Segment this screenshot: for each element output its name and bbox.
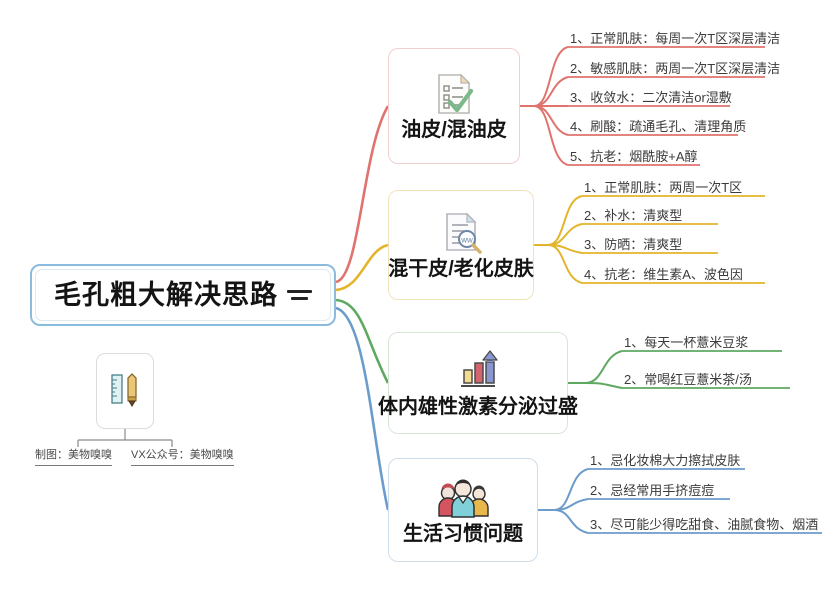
branch-label: 油皮/混油皮 — [401, 119, 507, 141]
branch-node-lifestyle[interactable]: 生活习惯问题 — [388, 458, 538, 562]
page-title: 毛孔粗大解决思路 — [54, 279, 278, 310]
leaf-item[interactable]: 2、常喝红豆薏米茶/汤 — [624, 372, 752, 387]
leaf-item[interactable]: 1、正常肌肤：两周一次T区 — [584, 180, 743, 195]
branch-node-androgen-excess[interactable]: 体内雄性激素分泌过盛 — [378, 332, 578, 434]
leaf-item[interactable]: 4、刷酸：疏通毛孔、清理角质 — [570, 119, 747, 134]
leaf-item[interactable]: 4、抗老：维生素A、波色因 — [584, 267, 743, 282]
credit-item[interactable]: 制图：美物嗅嗅 — [35, 446, 112, 466]
leaf-item[interactable]: 1、正常肌肤：每周一次T区深层清洁 — [570, 31, 781, 46]
bar-chart-growth-icon — [455, 348, 501, 394]
leaf-item[interactable]: 2、补水：清爽型 — [584, 208, 683, 223]
leaf-item[interactable]: 2、忌经常用手挤痘痘 — [590, 483, 715, 498]
branch-node-dry-aging-skin[interactable]: ww 混干皮/老化皮肤 — [388, 190, 534, 300]
leaf-item[interactable]: 5、抗老：烟酰胺+A醇 — [570, 149, 698, 164]
document-search-icon: ww — [440, 210, 482, 256]
ruler-pencil-icon — [106, 369, 144, 414]
leaf-item[interactable]: 1、每天一杯薏米豆浆 — [624, 335, 749, 350]
people-group-icon — [434, 475, 492, 521]
leaf-item[interactable]: 3、收敛水：二次清洁or湿敷 — [570, 90, 732, 105]
branch-label: 混干皮/老化皮肤 — [388, 258, 534, 280]
center-node-inner: 毛孔粗大解决思路 — [35, 269, 331, 321]
credit-node[interactable] — [96, 353, 154, 429]
leaf-item[interactable]: 2、敏感肌肤：两周一次T区深层清洁 — [570, 61, 781, 76]
leaf-item[interactable]: 3、防晒：清爽型 — [584, 237, 683, 252]
branch-node-oily-skin[interactable]: 油皮/混油皮 — [388, 48, 520, 164]
branch-label: 体内雄性激素分泌过盛 — [378, 396, 578, 418]
leaf-item[interactable]: 3、尽可能少得吃甜食、油腻食物、烟酒 — [590, 517, 819, 532]
checklist-document-icon — [433, 71, 475, 117]
credit-item[interactable]: VX公众号：美物嗅嗅 — [131, 446, 234, 466]
center-node[interactable]: 毛孔粗大解决思路 — [30, 264, 336, 326]
leaf-item[interactable]: 1、忌化妆棉大力擦拭皮肤 — [590, 453, 741, 468]
branch-label: 生活习惯问题 — [403, 523, 523, 545]
hamburger-menu-icon[interactable] — [287, 286, 312, 304]
svg-text:ww: ww — [460, 236, 473, 245]
